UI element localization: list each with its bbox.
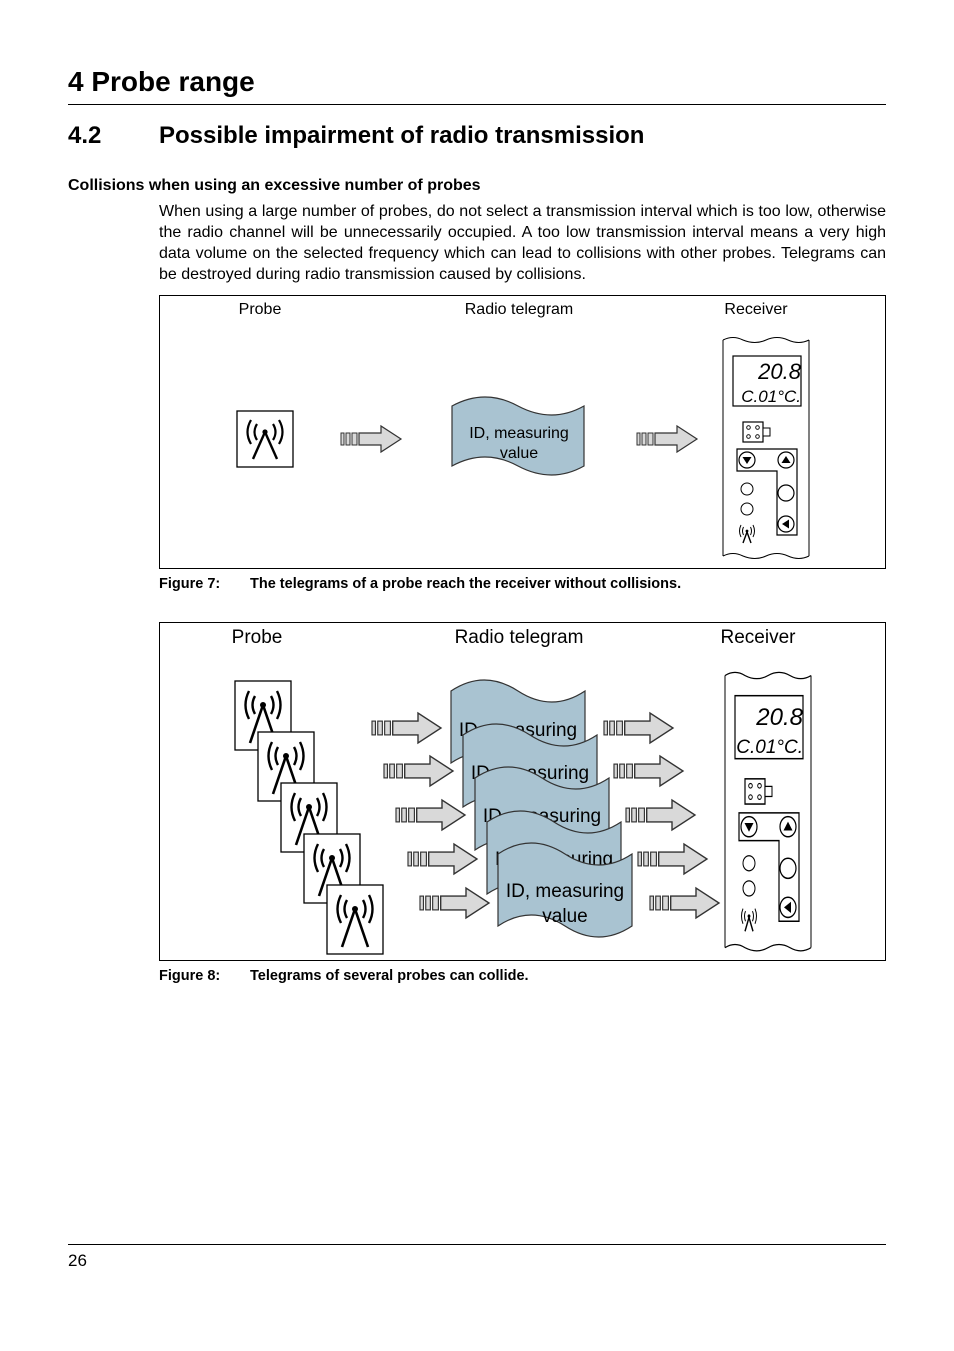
- display-value: 20.8: [757, 359, 802, 384]
- display-code: C.01°C.: [741, 387, 801, 406]
- telegram-label: Radio telegram: [465, 301, 574, 318]
- arrow-icon: [395, 799, 466, 831]
- figure-8-diagram: Probe Radio telegram Receiver ID, measur…: [232, 627, 812, 956]
- subheading: Collisions when using an excessive numbe…: [68, 177, 481, 194]
- arrow-icon: [340, 425, 402, 453]
- receiver-label: Receiver: [721, 627, 797, 648]
- arrow-icon: [636, 425, 698, 453]
- arrow-icon: [371, 712, 442, 744]
- telegram-text-line1: ID, measuring: [506, 881, 624, 902]
- display-value: 20.8: [755, 704, 803, 731]
- section-number: 4.2: [68, 122, 102, 149]
- footer-rule: [68, 1244, 886, 1245]
- figure-8-caption: Figure 8: Telegrams of several probes can…: [159, 968, 529, 984]
- arrow-icon: [407, 843, 478, 875]
- telegram-label: Radio telegram: [455, 627, 584, 648]
- probe-label: Probe: [239, 301, 282, 318]
- arrow-icon: [603, 712, 674, 744]
- telegram-text-line2: value: [542, 906, 587, 927]
- caption-number: Figure 7:: [159, 576, 221, 592]
- caption-number: Figure 8:: [159, 968, 221, 984]
- body-paragraph: When using a large number of probes, do …: [159, 203, 886, 283]
- arrow-icon: [649, 887, 720, 919]
- arrow-icon: [637, 843, 708, 875]
- section-title: Possible impairment of radio transmissio…: [159, 122, 645, 149]
- figure-7-diagram: Probe Radio telegram Receiver ID, measur…: [235, 301, 810, 560]
- telegram-text-line1: ID, measuring: [469, 425, 569, 442]
- chapter-title: 4 Probe range: [68, 66, 255, 97]
- figure-7: Probe Radio telegram Receiver ID, measur…: [159, 295, 886, 569]
- header-rule: [68, 104, 886, 105]
- antenna-icon: [325, 883, 385, 956]
- antenna-icon: [235, 409, 295, 469]
- caption-text: The telegrams of a probe reach the recei…: [250, 576, 682, 592]
- arrow-icon: [613, 755, 684, 787]
- page-number: 26: [68, 1251, 87, 1270]
- arrow-icon: [625, 799, 696, 831]
- receiver-label: Receiver: [724, 301, 788, 318]
- arrow-icon: [419, 887, 490, 919]
- display-code: C.01°C.: [736, 737, 803, 758]
- section-heading: 4.2 Possible impairment of radio transmis…: [68, 122, 644, 150]
- arrow-icon: [383, 755, 454, 787]
- probe-label: Probe: [232, 627, 283, 648]
- telegram-shape: [451, 396, 585, 476]
- caption-text: Telegrams of several probes can collide.: [250, 968, 529, 984]
- figure-8: Probe Radio telegram Receiver ID, measur…: [159, 622, 886, 961]
- telegram-text-line2: value: [500, 445, 538, 462]
- figure-7-caption: Figure 7: The telegrams of a probe reach …: [159, 576, 681, 592]
